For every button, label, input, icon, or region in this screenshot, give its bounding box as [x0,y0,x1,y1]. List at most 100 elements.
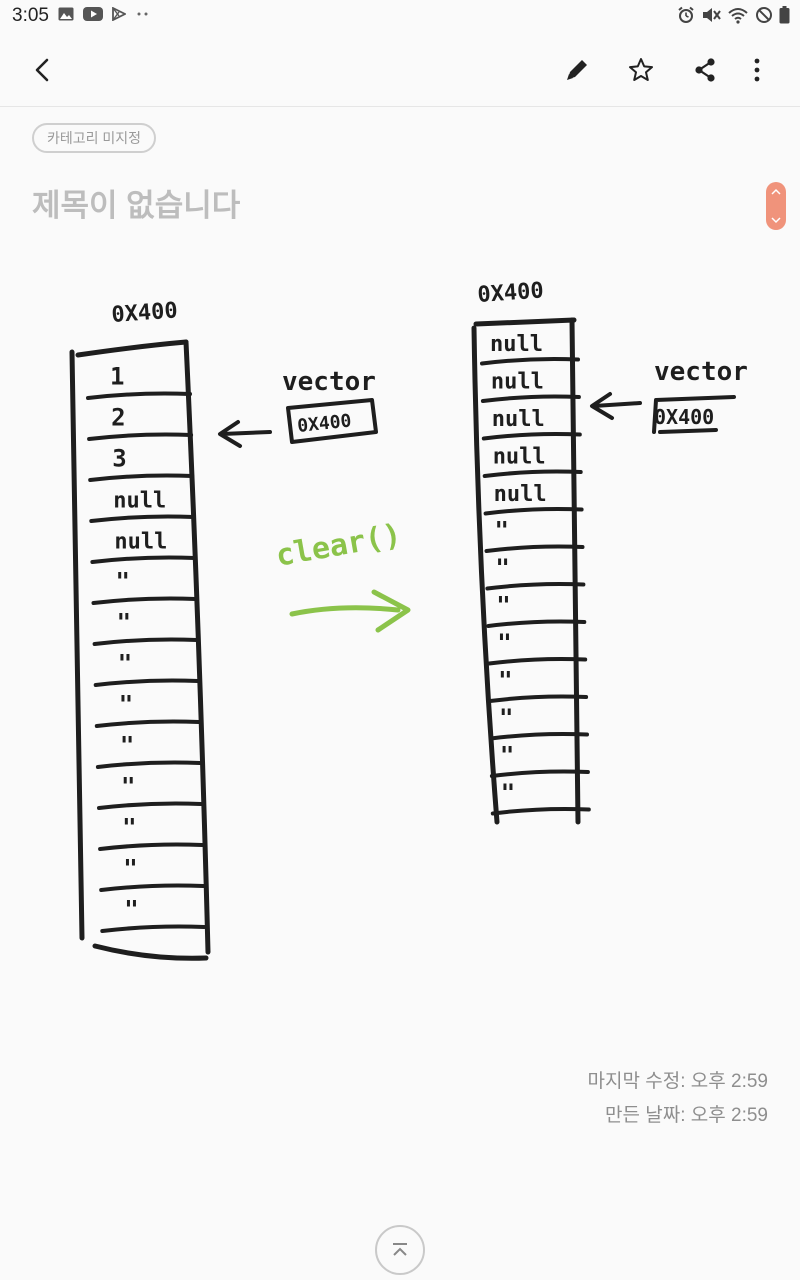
left-pointer-value: 0X400 [296,410,352,437]
youtube-icon [83,7,103,21]
favorite-button[interactable] [623,52,659,88]
right-array-cell: null [490,332,543,357]
right-array-row-divider [487,657,588,666]
right-array-row-divider [486,619,587,628]
right-array-cell: null [492,407,545,432]
image-icon [58,7,74,21]
right-array-row-divider [489,769,590,778]
status-bar: 3:05 [0,0,800,34]
right-array-left-edge [471,325,500,825]
share-icon [695,58,715,82]
left-array-right-edge [183,339,211,955]
right-pointer-value: 0X400 [654,405,714,429]
right-array-cell: " [496,592,510,620]
right-array-cell: " [501,779,515,807]
scroll-to-top-button[interactable] [375,1225,425,1275]
left-array-row-divider [92,637,199,646]
battery-icon [779,6,790,24]
alarm-icon [678,6,694,23]
left-array-cell: " [120,732,134,760]
pencil-icon [567,60,587,80]
wifi-icon [728,8,748,24]
left-pointer-arrow [218,420,272,448]
star-icon [629,58,653,81]
left-array-cell: 2 [111,404,125,432]
play-store-icon [112,7,126,21]
right-array-row-divider [480,357,580,366]
left-array-row-divider [95,760,202,769]
note-toolbar [0,34,800,107]
left-array-row-divider [91,596,198,605]
right-array-row-divider [482,469,583,478]
left-array-row-divider [89,514,196,523]
right-array-row-divider [481,432,582,441]
left-pointer-label: vector [282,367,376,397]
right-array-cell: " [498,667,512,695]
left-array-cell: null [113,489,166,514]
left-array-row-divider [86,391,192,400]
right-array-cell: null [494,482,547,507]
left-array-row-divider [99,883,206,892]
right-array-row-divider [484,544,585,553]
right-array-cell: null [493,445,546,470]
left-array-cell: " [124,896,138,924]
edit-button[interactable] [559,52,595,88]
right-array-cell: null [491,370,544,395]
left-array-left-edge [69,349,85,941]
right-array-address: 0X400 [477,278,545,308]
created-date: 만든 날짜: 오후 2:59 [605,1105,768,1126]
right-array-row-divider [483,507,584,516]
more-vertical-icon [754,58,760,82]
left-array-cell: " [123,855,137,883]
last-modified: 마지막 수정: 오후 2:59 [587,1071,768,1092]
mute-icon [703,8,721,22]
operation-arrow [289,589,411,633]
chevron-up-line-icon [393,1243,407,1256]
left-array-row-divider [100,924,207,933]
left-array-bottom-edge [92,943,209,961]
left-array-cell: " [117,609,131,637]
chevron-up-icon [771,188,781,195]
left-array-cell: 3 [112,445,126,473]
right-array-cell: " [495,517,509,545]
left-array-cell: " [118,650,132,678]
scroll-indicator[interactable] [766,182,786,230]
right-pointer-box [652,395,736,434]
right-array-row-divider [488,694,589,703]
left-array-row-divider [94,719,201,728]
chevron-left-icon [35,58,49,82]
right-array-cell: " [497,629,511,657]
left-array-cell: 1 [110,363,124,391]
back-button[interactable] [24,52,60,88]
left-array-row-divider [93,678,200,687]
right-array-row-divider [489,732,589,741]
handwritten-drawing: 0X400 vector 0X400 0X400 vector 0X400 cl… [69,278,748,961]
left-array-row-divider [97,801,203,810]
right-array-right-edge [569,317,581,825]
right-array-cell: " [500,742,514,770]
do-not-disturb-icon [756,7,772,23]
left-array-row-divider [90,555,197,564]
chevron-down-icon [771,217,781,224]
left-array-address: 0X400 [111,298,179,328]
left-array-cell: " [119,691,133,719]
left-array-row-divider [98,842,205,851]
right-array-row-divider [480,394,581,403]
right-array-row-divider [485,582,586,591]
right-pointer-label: vector [654,357,748,387]
left-pointer-box [286,398,378,444]
left-array-row-divider [88,473,195,482]
note-title[interactable]: 제목이 없습니다 [32,188,241,223]
status-time: 3:05 [12,5,49,26]
right-array-cell: " [499,704,513,732]
right-array-row-divider [490,807,591,816]
left-array-top-edge [75,339,189,358]
left-array-cell: " [121,773,135,801]
operation-label: clear() [273,517,404,573]
share-button[interactable] [687,52,723,88]
more-options-button[interactable] [739,52,775,88]
category-chip[interactable]: 카테고리 미지정 [32,123,157,153]
left-array-cell: null [114,530,167,555]
left-array-cell: " [122,814,136,842]
more-dots-icon [137,12,148,16]
